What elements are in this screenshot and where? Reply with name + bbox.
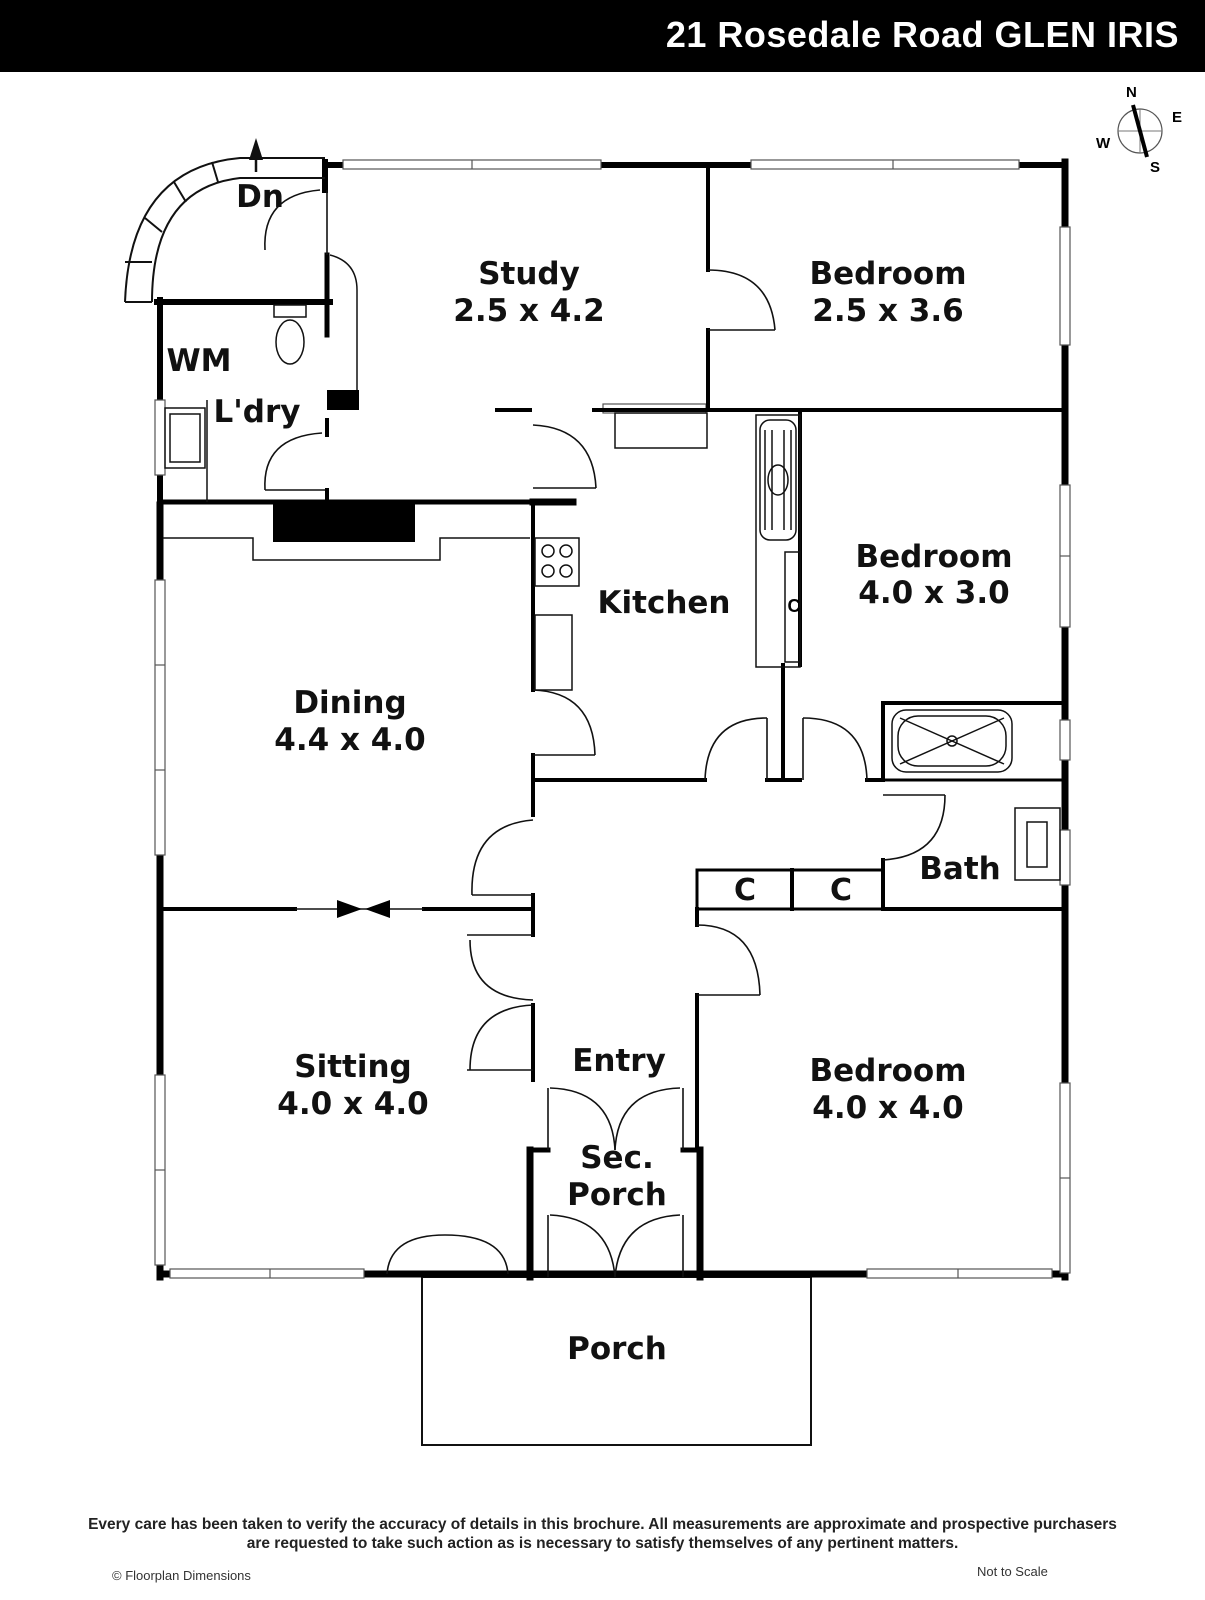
- fixtures: [164, 254, 1061, 881]
- fireplace: [273, 504, 415, 542]
- room-labels: Study 2.5 x 4.2 Bedroom 2.5 x 3.6 Bedroo…: [166, 179, 1012, 1367]
- room-name-porch: Porch: [567, 1331, 667, 1367]
- room-name-sec-porch-line-2: Porch: [567, 1177, 667, 1213]
- sink-icon: [759, 419, 797, 541]
- scale-note: Not to Scale: [977, 1564, 1048, 1579]
- property-address: 21 Rosedale Road GLEN IRIS: [665, 14, 1179, 55]
- copyright-note: © Floorplan Dimensions: [112, 1568, 251, 1583]
- compass-west: W: [1096, 135, 1111, 152]
- header-bar: 21 Rosedale Road GLEN IRIS: [0, 0, 1205, 72]
- windows: [154, 159, 1071, 1279]
- cupboard-label-2: C: [830, 873, 852, 908]
- disclaimer-line-1: Every care has been taken to verify the …: [88, 1516, 1117, 1533]
- room-name-bedroom-3: Bedroom: [809, 1053, 966, 1089]
- room-dims-bedroom-1: 2.5 x 3.6: [812, 293, 963, 329]
- room-dims-sitting: 4.0 x 4.0: [277, 1086, 428, 1122]
- bathtub-icon: [891, 709, 1013, 773]
- disclaimer-line-2: are requested to take such action as is …: [246, 1535, 959, 1552]
- room-name-bedroom-2: Bedroom: [855, 539, 1012, 575]
- compass-south: S: [1150, 159, 1160, 176]
- room-name-kitchen: Kitchen: [597, 585, 730, 621]
- room-name-dining: Dining: [293, 685, 406, 721]
- doors: [264, 189, 946, 1278]
- cupboard-label-1: C: [734, 873, 756, 908]
- room-name-laundry: L'dry: [214, 394, 301, 430]
- room-name-entry: Entry: [572, 1043, 666, 1079]
- stairs: [124, 138, 325, 303]
- disclaimer: Every care has been taken to verify the …: [0, 1515, 1205, 1553]
- room-name-study: Study: [478, 256, 580, 292]
- toilet-icon: [275, 319, 305, 365]
- trough-icon: [164, 407, 206, 469]
- room-name-sitting: Sitting: [294, 1049, 411, 1085]
- room-dims-dining: 4.4 x 4.0: [274, 722, 425, 758]
- stairs-label: Dn: [236, 179, 284, 215]
- compass-north: N: [1126, 84, 1137, 101]
- room-name-bath: Bath: [919, 851, 1000, 887]
- cooktop-icon: [534, 537, 580, 587]
- compass-icon: N E S W: [1096, 84, 1182, 176]
- room-dims-bedroom-3: 4.0 x 4.0: [812, 1090, 963, 1126]
- room-name-wm: WM: [166, 343, 231, 379]
- sliding-door-arrows: [295, 900, 424, 918]
- room-dims-bedroom-2: 4.0 x 3.0: [858, 575, 1009, 611]
- compass-east: E: [1172, 109, 1182, 126]
- arrow-up-icon: [249, 138, 263, 160]
- vanity-icon: [1014, 807, 1061, 881]
- cupboard-label-3: C: [788, 596, 801, 616]
- room-name-sec-porch-line-1: Sec.: [580, 1140, 654, 1176]
- room-name-bedroom-1: Bedroom: [809, 256, 966, 292]
- room-dims-study: 2.5 x 4.2: [453, 293, 604, 329]
